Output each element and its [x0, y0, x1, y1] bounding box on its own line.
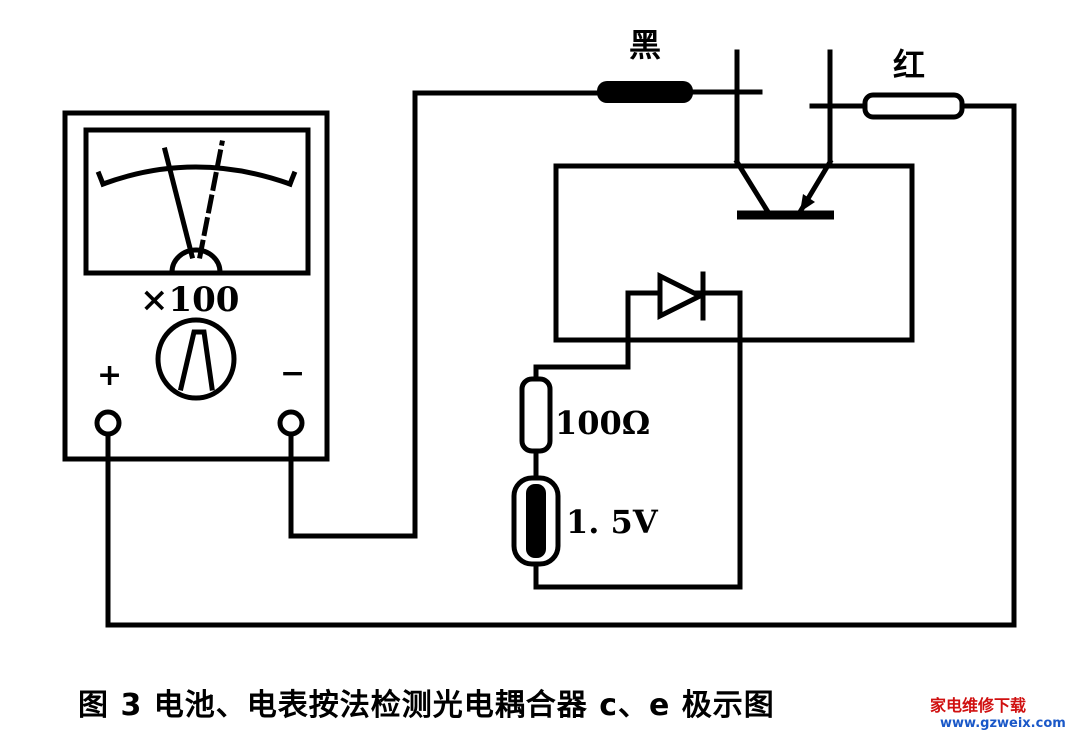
meter-pivot	[169, 247, 223, 275]
resistor	[519, 376, 553, 454]
red-lead-label: 红	[893, 46, 926, 84]
battery-core	[526, 484, 546, 558]
watermark-text: 家电维修下载	[930, 696, 1027, 715]
multimeter-case	[62, 110, 330, 462]
optocoupler-package	[553, 163, 915, 343]
meter-scale-arc	[99, 164, 294, 188]
range-knob	[155, 317, 237, 401]
range-knob-pointer	[177, 329, 215, 392]
led-diode-triangle	[657, 271, 706, 321]
led-circuit	[511, 271, 743, 590]
minus-label: −	[280, 356, 306, 391]
led-loop-wire	[533, 290, 743, 590]
negative-terminal	[277, 409, 305, 437]
figure-caption: 图 3 电池、电表按法检测光电耦合器 c、e 极示图	[78, 688, 775, 723]
phototransistor	[733, 49, 834, 220]
meter-needle-deflected	[197, 140, 225, 259]
watermark-url: www.gzweix.com	[940, 716, 1066, 731]
battery-label: 1. 5V	[566, 503, 658, 541]
black-lead-label: 黑	[629, 26, 662, 64]
black-lead-wire	[288, 90, 600, 539]
collector-branch	[733, 158, 772, 216]
plus-label: +	[97, 358, 123, 393]
red-lead-wire	[105, 103, 1017, 628]
resistor-label: 100Ω	[555, 404, 651, 442]
range-label: ×100	[140, 280, 240, 320]
meter-scale-ends	[95, 170, 298, 188]
multimeter	[62, 110, 330, 462]
positive-terminal	[94, 409, 122, 437]
emitter-arrow	[800, 194, 815, 212]
black-probe	[597, 81, 693, 103]
red-probe	[862, 92, 965, 120]
meter-dial-window	[83, 127, 311, 276]
meter-needle	[161, 146, 196, 260]
